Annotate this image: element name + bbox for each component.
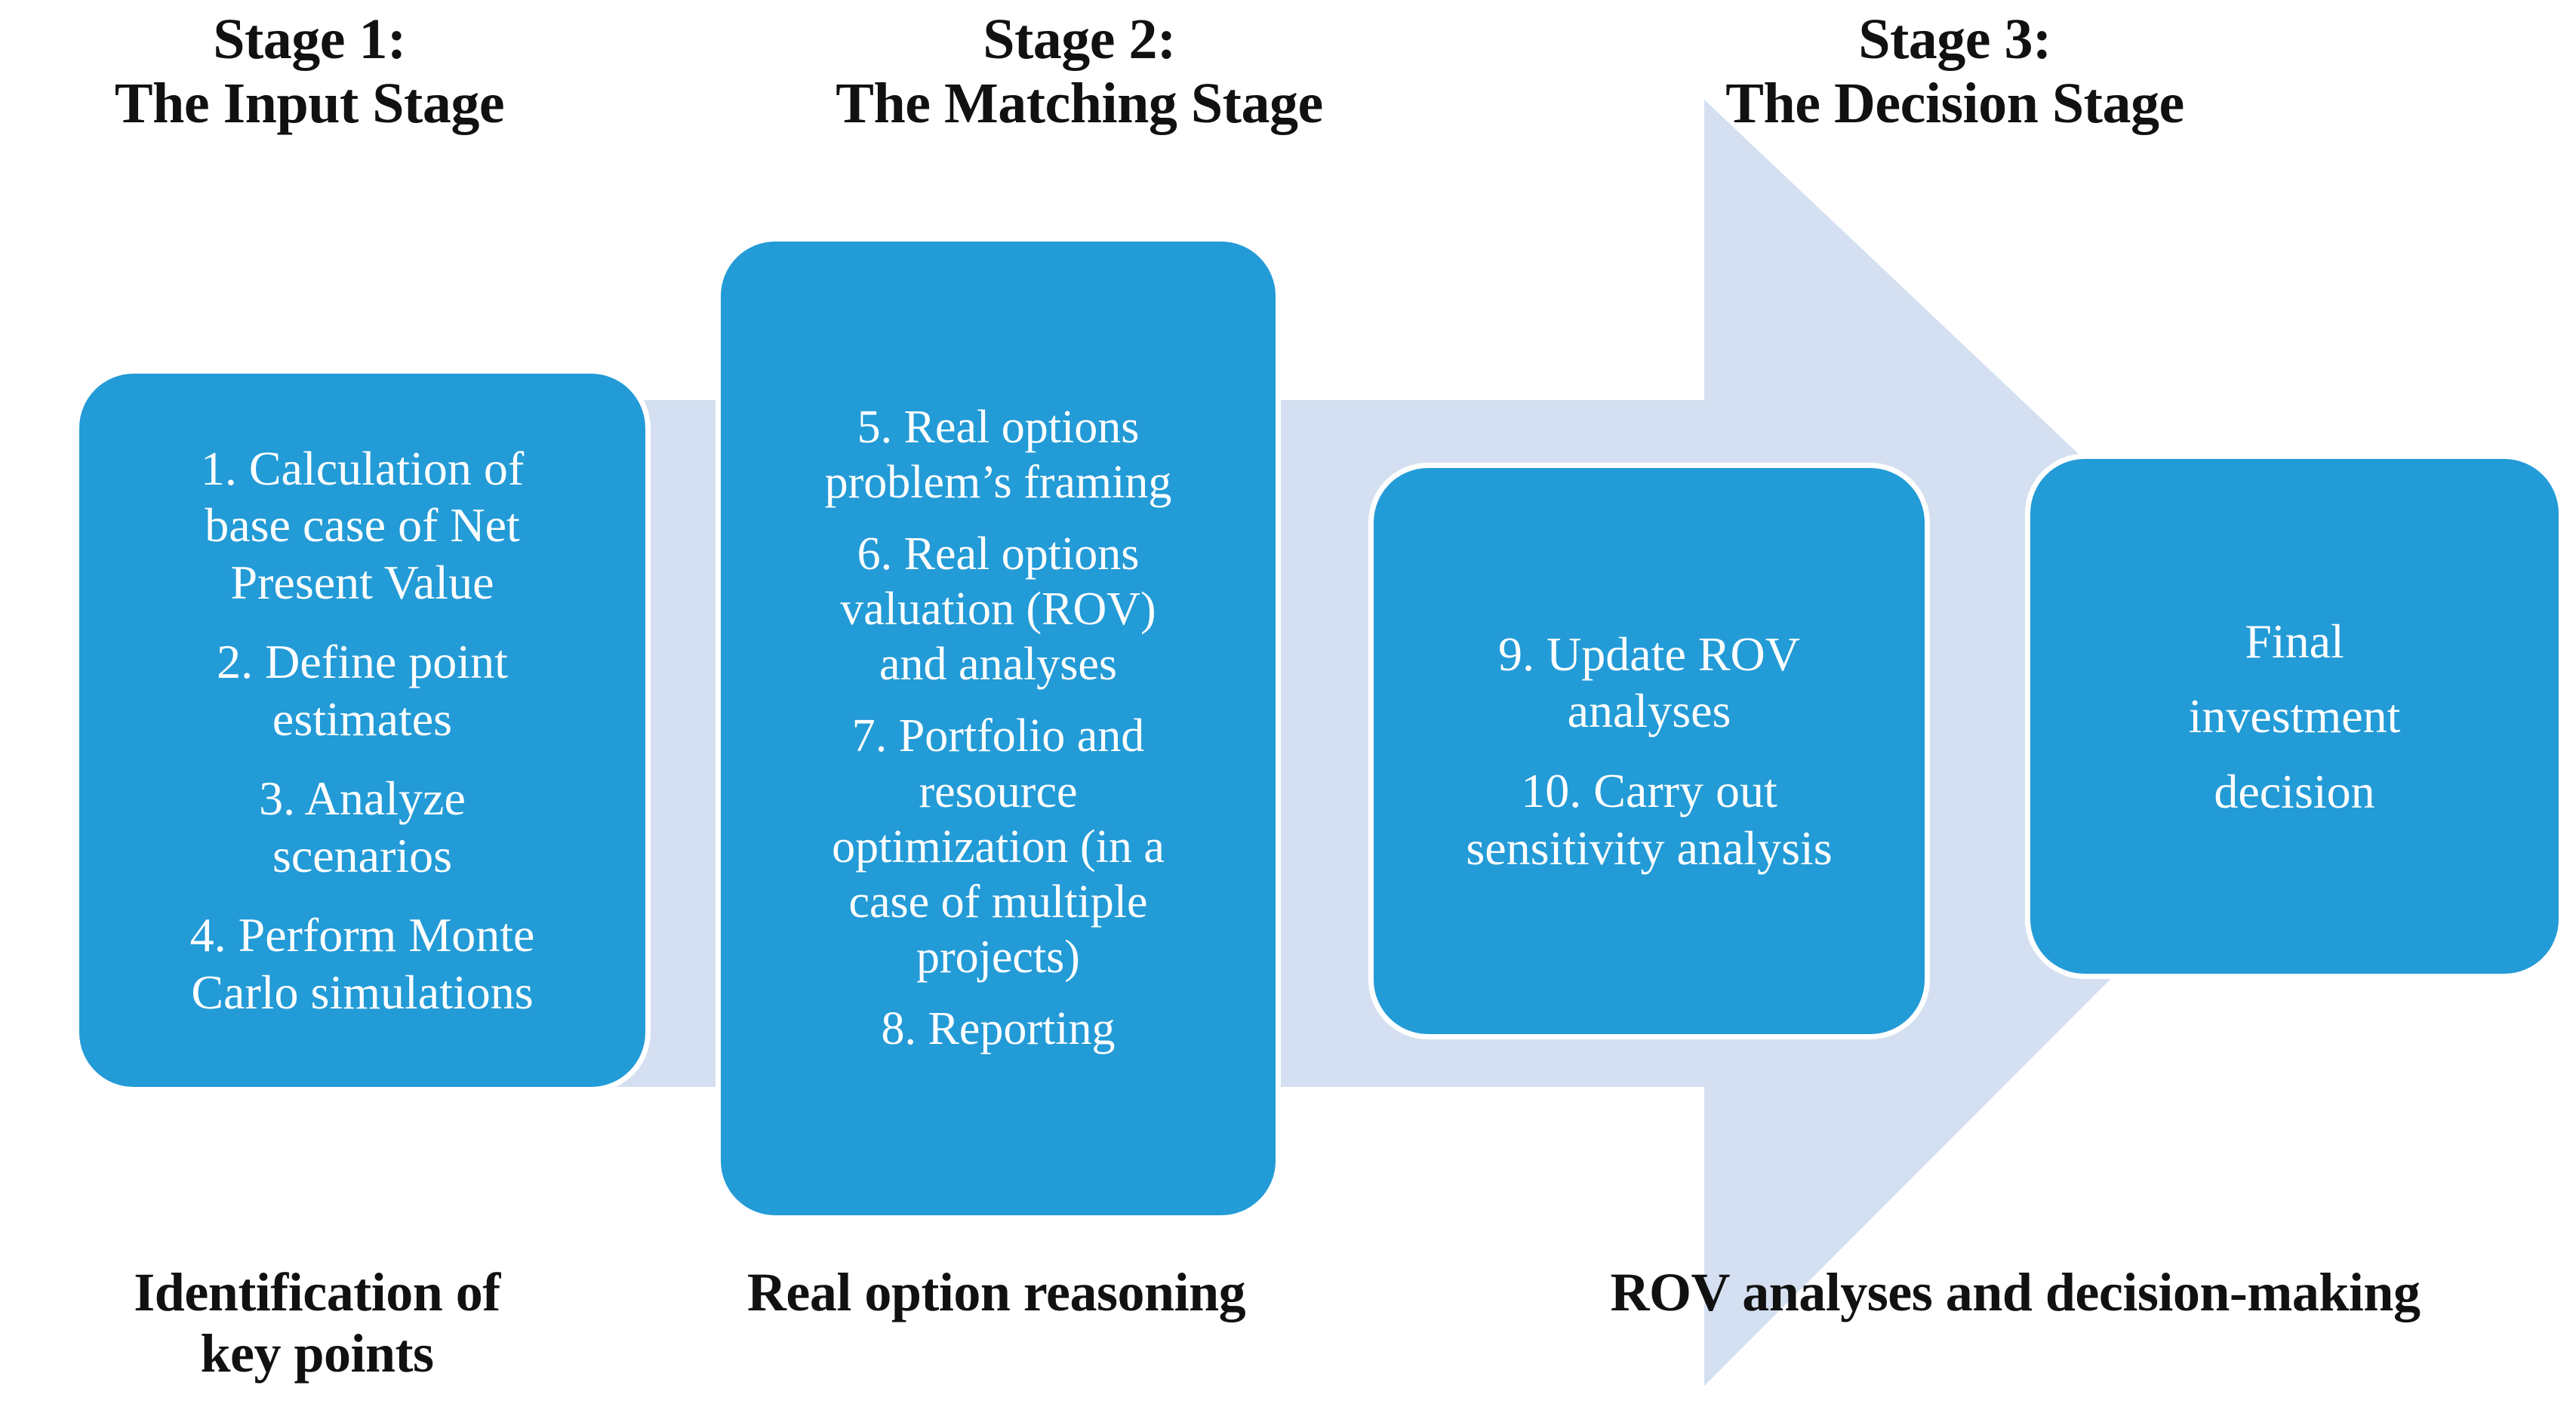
stage-1-caption: Identification of key points [134,1262,500,1384]
step-item: 3. Analyze scenarios [259,771,466,882]
stage-3-caption: ROV analyses and decision-making [1610,1262,2421,1322]
stage-2-header: Stage 2: The Matching Stage [836,8,1323,136]
step-item: 7. Portfolio and resource optimization (… [832,710,1165,984]
stage-1-step-box[interactable]: 1. Calculation of base case of Net Prese… [79,374,645,1087]
step-item: 1. Calculation of base case of Net Prese… [200,441,525,609]
stage-2-step-box[interactable]: 5. Real options problem’s framing 6. Rea… [721,242,1276,1215]
step-item: 5. Real options problem’s framing [824,401,1172,508]
stage-1-header: Stage 1: The Input Stage [114,8,505,136]
step-item: 2. Define point estimates [217,635,508,746]
stage-3-step-box[interactable]: 9. Update ROV analyses 10. Carry out sen… [1374,468,1925,1034]
stage-3-header: Stage 3: The Decision Stage [1725,8,2184,136]
final-decision-box[interactable]: Final investment decision [2030,459,2559,974]
stage-2-caption: Real option reasoning [746,1262,1246,1322]
step-item: 9. Update ROV analyses [1498,627,1800,738]
step-item: 6. Real options valuation (ROV) and anal… [840,528,1156,691]
step-item: Final investment decision [2188,614,2401,818]
step-item: 10. Carry out sensitivity analysis [1466,764,1833,875]
step-item: 4. Perform Monte Carlo simulations [189,908,535,1019]
step-item: 8. Reporting [881,1003,1116,1055]
